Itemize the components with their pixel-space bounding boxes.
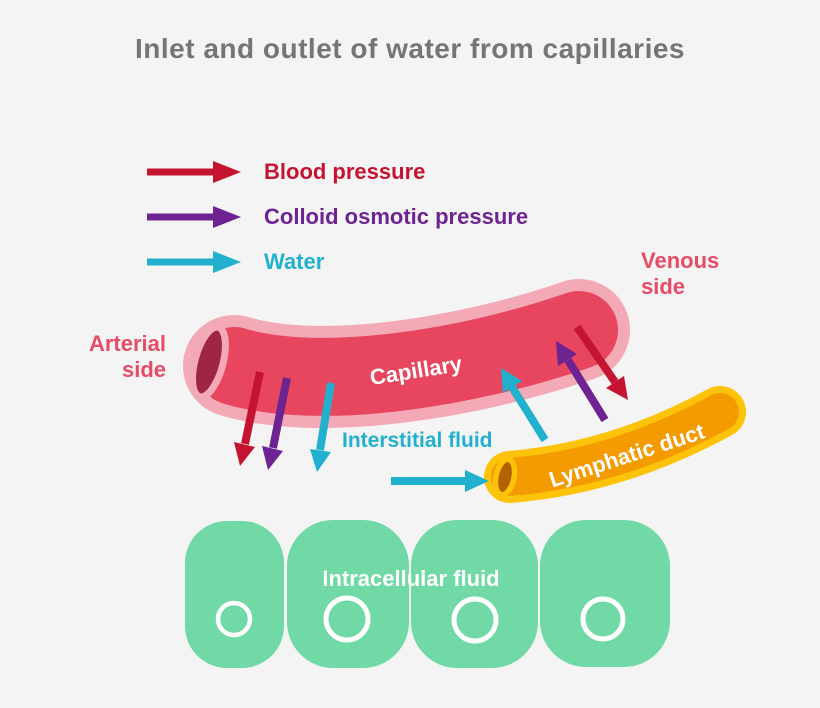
cell-3-nucleus-icon <box>451 596 499 644</box>
lymphatic-duct-opening <box>492 456 518 498</box>
legend-label-water: Water <box>264 249 325 274</box>
water-to-lymph-arrow-icon <box>391 470 489 492</box>
arterial-water-head <box>310 449 331 472</box>
venous-red-shaft <box>573 324 619 385</box>
venous-water-in-arrow-icon <box>501 368 549 443</box>
cell-1-nucleus-icon <box>215 600 253 638</box>
cell-2 <box>287 520 409 668</box>
cell-2-nucleus-icon <box>323 595 371 643</box>
cell-4-nucleus-icon <box>580 596 626 642</box>
arterial-side-label: Arterial side <box>88 331 166 382</box>
venous-red-head <box>606 376 628 400</box>
capillary <box>183 279 630 428</box>
arterial-water-out-arrow-icon <box>310 382 335 472</box>
venous-water-shaft <box>508 384 549 443</box>
lymphatic-duct <box>484 386 746 503</box>
venous-blood-pressure-arrow-icon <box>573 324 628 400</box>
interstitial-fluid-label: Interstitial fluid <box>342 429 493 452</box>
arterial-water-shaft <box>316 382 335 451</box>
colloid-arrow-head <box>213 206 241 228</box>
intracellular-fluid-label: Intracellular fluid <box>322 566 500 591</box>
venous-purple-shaft <box>564 357 609 423</box>
venous-water-head <box>501 368 522 393</box>
arterial-purple-shaft <box>269 377 291 449</box>
cell-1 <box>185 521 284 668</box>
arterial-red-head <box>234 442 255 466</box>
lymphatic-duct-body <box>491 393 739 496</box>
cell-3 <box>411 520 538 668</box>
colloid-osmotic-pressure-arrow-icon <box>147 206 241 228</box>
blood-pressure-arrow-head <box>213 161 241 183</box>
arterial-blood-pressure-arrow-icon <box>234 371 264 466</box>
legend-label-colloid-osmotic-pressure: Colloid osmotic pressure <box>264 204 529 229</box>
water-arrow-head <box>213 251 241 273</box>
arterial-red-shaft <box>241 371 264 445</box>
cell-4 <box>540 520 670 667</box>
water-arrow-icon <box>147 251 241 273</box>
venous-colloid-arrow-icon <box>556 341 609 423</box>
arterial-colloid-arrow-icon <box>262 377 291 470</box>
arterial-purple-head <box>262 446 283 470</box>
capillary-opening <box>189 323 229 401</box>
blood-pressure-arrow-icon <box>147 161 241 183</box>
lymph-water-head <box>465 470 489 492</box>
page-title: Inlet and outlet of water from capillari… <box>135 33 685 64</box>
venous-purple-head <box>556 341 577 366</box>
capillary-body <box>195 291 618 416</box>
legend-label-blood-pressure: Blood pressure <box>264 159 426 184</box>
venous-side-label: Venous side <box>641 248 720 299</box>
intracellular-cells <box>185 520 670 668</box>
